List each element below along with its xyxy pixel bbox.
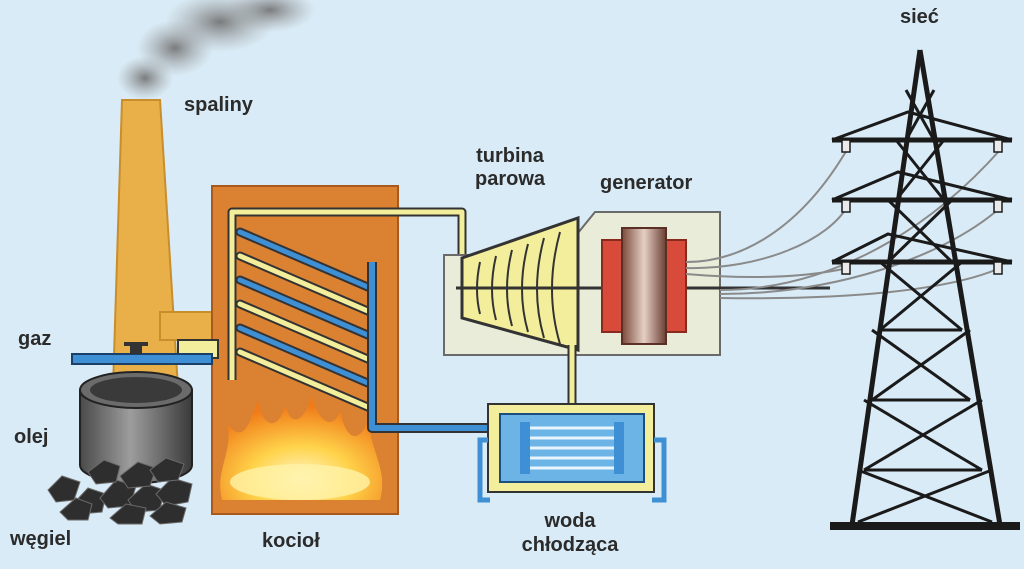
label-spaliny: spaliny (184, 94, 253, 116)
label-woda: woda (544, 510, 596, 532)
coal-pile-icon (47, 457, 193, 525)
flame-icon (220, 395, 383, 500)
label-kociol: kocioł (262, 530, 320, 552)
power-pylon-icon (830, 49, 1020, 530)
label-generator: generator (600, 172, 693, 194)
gas-supply-pipe (71, 342, 213, 365)
water-pipe (367, 262, 492, 433)
label-turbina: turbina (476, 145, 544, 167)
power-lines (685, 147, 1001, 300)
label-chlodzaca: chłodząca (521, 534, 619, 556)
smoke-icon (117, 0, 315, 100)
label-wegiel: węgiel (10, 528, 72, 550)
label-gaz: gaz (18, 328, 52, 350)
heat-exchanger-tubes (235, 227, 375, 413)
label-siec: sieć (900, 6, 939, 28)
label-olej: olej (14, 426, 49, 448)
generator-icon (601, 227, 687, 345)
condenser-icon (477, 403, 667, 503)
label-parowa: parowa (474, 168, 546, 190)
